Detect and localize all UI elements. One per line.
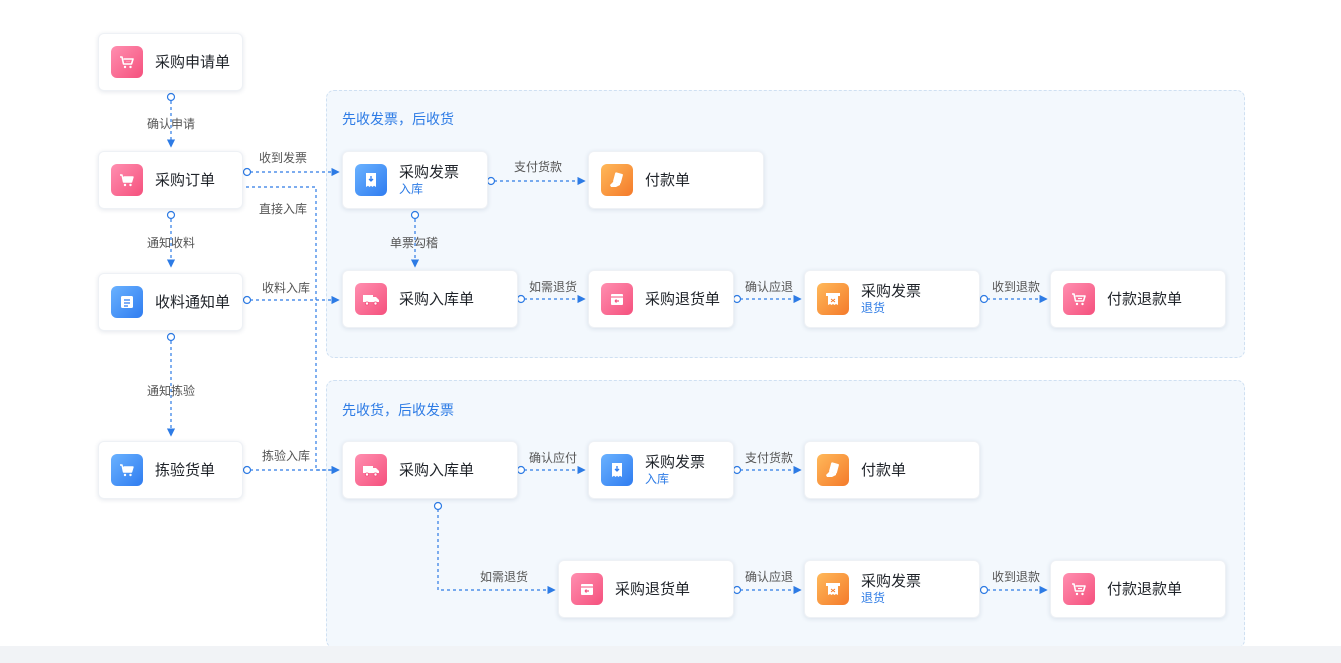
invoice-return-icon: [817, 573, 849, 605]
bottom-scroll-strip: [0, 646, 1341, 663]
edge-label-bill-match: 单票勾稽: [390, 236, 439, 250]
list-icon: [111, 286, 143, 318]
edge-label-bot-if-return: 如需退货: [480, 570, 529, 584]
node-label: 付款单: [645, 171, 691, 189]
node-top-refund[interactable]: 付款退款单: [1050, 270, 1226, 328]
node-bot-invoice-in[interactable]: 采购发票 入库: [588, 441, 734, 499]
edge-label-bot-confirm-refund-due: 确认应退: [745, 570, 794, 584]
node-label: 采购退货单: [615, 580, 691, 598]
truck-icon: [355, 283, 387, 315]
edge-label-receipt-stock-in: 收料入库: [262, 281, 311, 295]
edge-label-bot-refund-received: 收到退款: [992, 570, 1041, 584]
refund-cart-icon: [1063, 283, 1095, 315]
node-bot-payment[interactable]: 付款单: [804, 441, 980, 499]
edge-label-top-if-return: 如需退货: [529, 280, 578, 294]
cart-icon: [111, 46, 143, 78]
node-sub-label: 入库: [399, 182, 424, 196]
edge-direct-stock-in: [246, 186, 340, 475]
node-purchase-request[interactable]: 采购申请单: [98, 33, 243, 91]
node-label: 拣验货单: [155, 461, 216, 479]
payment-icon: [817, 454, 849, 486]
node-label: 付款退款单: [1107, 290, 1183, 308]
node-top-invoice-in[interactable]: 采购发票 入库: [342, 151, 488, 209]
edge-label-inspection-stock-in: 拣验入库: [262, 449, 311, 463]
payment-icon: [601, 164, 633, 196]
edge-label-confirm-request: 确认申请: [147, 117, 196, 131]
node-sub-label: 退货: [861, 591, 886, 605]
truck-icon: [355, 454, 387, 486]
node-bot-stock-in[interactable]: 采购入库单: [342, 441, 518, 499]
edge-label-direct-stock-in: 直接入库: [259, 202, 308, 216]
edge-label-bot-confirm-payable: 确认应付: [529, 451, 578, 465]
node-label: 采购发票: [861, 572, 922, 590]
edge-label-top-refund-received: 收到退款: [992, 280, 1041, 294]
node-purchase-order[interactable]: 采购订单: [98, 151, 243, 209]
node-label: 采购发票: [399, 163, 460, 181]
node-label: 采购订单: [155, 171, 216, 189]
node-top-payment[interactable]: 付款单: [588, 151, 764, 209]
node-label: 采购入库单: [399, 461, 475, 479]
node-label: 采购入库单: [399, 290, 475, 308]
refund-cart-icon: [1063, 573, 1095, 605]
panel-goods-first-title: 先收货，后收发票: [342, 403, 454, 419]
node-label: 采购发票: [861, 282, 922, 300]
panel-invoice-first-title: 先收发票，后收货: [342, 112, 454, 128]
invoice-icon: [355, 164, 387, 196]
edge-bot-if-return: [437, 509, 556, 595]
edge-label-notify-receipt: 通知收料: [147, 236, 196, 250]
cart-icon: [111, 164, 143, 196]
node-top-return[interactable]: 采购退货单: [588, 270, 734, 328]
edge-label-top-pay-goods: 支付货款: [514, 160, 563, 174]
node-label: 付款单: [861, 461, 907, 479]
cart-icon: [111, 454, 143, 486]
edge-label-bot-pay-goods: 支付货款: [745, 451, 794, 465]
node-top-stock-in[interactable]: 采购入库单: [342, 270, 518, 328]
node-bot-return[interactable]: 采购退货单: [558, 560, 734, 618]
node-bot-invoice-return[interactable]: 采购发票 退货: [804, 560, 980, 618]
node-label: 付款退款单: [1107, 580, 1183, 598]
edge-label-top-confirm-refund-due: 确认应退: [745, 280, 794, 294]
node-label: 采购发票: [645, 453, 706, 471]
node-sub-label: 入库: [645, 472, 670, 486]
invoice-return-icon: [817, 283, 849, 315]
node-label: 收料通知单: [155, 293, 231, 311]
node-receipt-notice[interactable]: 收料通知单: [98, 273, 243, 331]
node-top-invoice-return[interactable]: 采购发票 退货: [804, 270, 980, 328]
edge-label-invoice-received: 收到发票: [259, 151, 308, 165]
edge-label-notify-inspection: 通知拣验: [147, 384, 196, 398]
node-label: 采购申请单: [155, 53, 231, 71]
node-label: 采购退货单: [645, 290, 721, 308]
return-box-icon: [571, 573, 603, 605]
invoice-icon: [601, 454, 633, 486]
node-bot-refund[interactable]: 付款退款单: [1050, 560, 1226, 618]
return-box-icon: [601, 283, 633, 315]
node-inspection-slip[interactable]: 拣验货单: [98, 441, 243, 499]
node-sub-label: 退货: [861, 301, 886, 315]
